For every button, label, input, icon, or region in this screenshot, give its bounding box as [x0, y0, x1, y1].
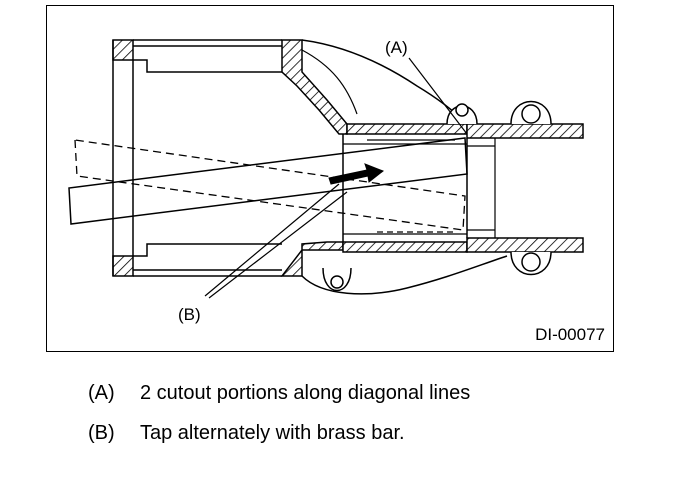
- housing-bottom-curve: [301, 255, 508, 295]
- legend-text: Tap alternately with brass bar.: [140, 422, 405, 444]
- top-shoulder-hatch: [281, 39, 348, 135]
- leader-b-1: [204, 183, 340, 297]
- outlet-top-hatch: [466, 123, 584, 139]
- bore-bottom-liner: [133, 243, 282, 257]
- figure-id: DI-00077: [535, 325, 605, 344]
- diagram-frame: (A) (B) DI-00077: [46, 5, 614, 352]
- callout-b-label: (B): [178, 305, 201, 324]
- callout-a-label: (A): [385, 38, 408, 57]
- tap-arrow: [328, 163, 384, 185]
- tilted-bushing-solid: [68, 137, 468, 225]
- left-wall-bottom-hatch: [112, 255, 134, 277]
- legend-key: (B): [88, 422, 115, 444]
- bolt-hole-bottom-b: [521, 252, 541, 272]
- small-bore-bottom-hatch: [342, 241, 468, 253]
- leader-a: [408, 57, 468, 135]
- bolt-hole-top-a: [455, 103, 469, 117]
- bolt-hole-bottom-a: [330, 275, 344, 289]
- housing-top-curve-inner: [301, 49, 358, 115]
- bolt-hole-top-b: [521, 104, 541, 124]
- legend-key: (A): [88, 382, 115, 404]
- outlet-bottom-hatch: [466, 237, 584, 253]
- legend-item-b: (B) Tap alternately with brass bar.: [88, 423, 405, 443]
- bore-top-liner: [133, 59, 282, 73]
- legend-text: 2 cutout portions along diagonal lines: [140, 382, 471, 404]
- small-bore-top-hatch: [346, 123, 468, 135]
- left-wall-top-hatch: [112, 39, 134, 61]
- leader-b-2: [208, 191, 348, 299]
- cross-section-drawing: [68, 39, 584, 299]
- legend-item-a: (A) 2 cutout portions along diagonal line…: [88, 383, 470, 403]
